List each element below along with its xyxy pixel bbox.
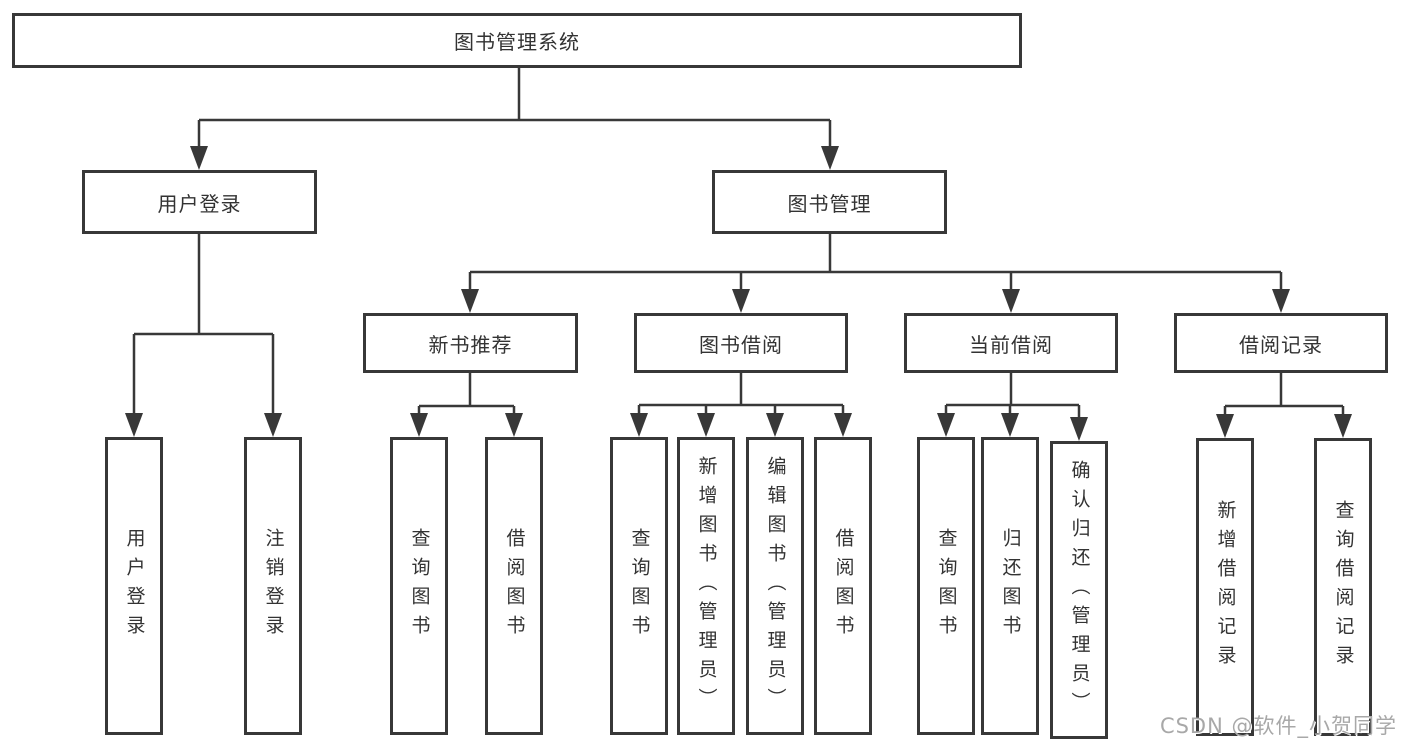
leaf-logout-label: 注销登录 — [262, 528, 285, 644]
csdn-watermark: CSDN @软件_小贺同学 — [1159, 714, 1397, 738]
connector-current-borrow-split — [944, 373, 1081, 417]
leaf-query-borrow-record: 查询借阅记录 — [1314, 438, 1372, 736]
node-user-login: 用户登录 — [82, 170, 317, 234]
leaf-edit-book-admin: 编辑图书（管理员） — [746, 437, 804, 735]
arrowhead — [1334, 414, 1352, 438]
arrowhead — [937, 413, 955, 437]
leaf-query-books-recommend: 查询图书 — [390, 437, 448, 735]
leaf-add-borrow-record-label: 新增借阅记录 — [1214, 500, 1237, 674]
leaf-add-book-admin: 新增图书（管理员） — [677, 437, 735, 735]
leaf-query-books-recommend-label: 查询图书 — [408, 528, 431, 644]
arrowhead — [125, 413, 143, 437]
arrowhead — [732, 289, 750, 313]
leaf-borrow-books-recommend-label: 借阅图书 — [503, 528, 526, 644]
leaf-query-books-borrow-label: 查询图书 — [628, 528, 651, 644]
arrowhead — [766, 413, 784, 437]
leaf-logout: 注销登录 — [244, 437, 302, 735]
leaf-add-book-admin-label: 新增图书（管理员） — [695, 455, 718, 717]
leaf-user-login: 用户登录 — [105, 437, 163, 735]
arrowhead — [264, 413, 282, 437]
arrowhead — [190, 146, 208, 170]
leaf-query-books-borrow: 查询图书 — [610, 437, 668, 735]
arrowhead — [1070, 417, 1088, 441]
leaf-return-books-label: 归还图书 — [999, 528, 1022, 644]
leaf-borrow-books-label: 借阅图书 — [832, 528, 855, 644]
arrowhead — [821, 146, 839, 170]
leaf-confirm-return-admin: 确认归还（管理员） — [1050, 441, 1108, 739]
node-book-borrow: 图书借阅 — [634, 313, 848, 373]
node-borrow-records: 借阅记录 — [1174, 313, 1388, 373]
leaf-return-books: 归还图书 — [981, 437, 1039, 735]
leaf-borrow-books: 借阅图书 — [814, 437, 872, 735]
connector-user-login-split — [132, 234, 275, 413]
arrowhead — [505, 413, 523, 437]
leaf-query-books-current-label: 查询图书 — [935, 528, 958, 644]
connector-new-book-split — [417, 373, 516, 413]
connector-book-borrow-split — [637, 373, 845, 413]
leaf-query-borrow-record-label: 查询借阅记录 — [1332, 500, 1355, 674]
connector-root-split — [197, 68, 832, 146]
leaf-user-login-label: 用户登录 — [123, 528, 146, 644]
arrowhead — [1002, 289, 1020, 313]
leaf-query-books-current: 查询图书 — [917, 437, 975, 735]
arrowhead — [1216, 414, 1234, 438]
node-new-book-recommend: 新书推荐 — [363, 313, 578, 373]
arrowhead — [1272, 289, 1290, 313]
node-book-management: 图书管理 — [712, 170, 947, 234]
arrowhead — [834, 413, 852, 437]
leaf-confirm-return-admin-label: 确认归还（管理员） — [1068, 459, 1091, 721]
arrowhead — [461, 289, 479, 313]
connector-borrow-records-split — [1223, 373, 1345, 414]
arrowhead — [410, 413, 428, 437]
arrowhead — [697, 413, 715, 437]
node-book-system: 图书管理系统 — [12, 13, 1022, 68]
leaf-edit-book-admin-label: 编辑图书（管理员） — [764, 455, 787, 717]
leaf-borrow-books-recommend: 借阅图书 — [485, 437, 543, 735]
leaf-add-borrow-record: 新增借阅记录 — [1196, 438, 1254, 736]
node-current-borrow: 当前借阅 — [904, 313, 1118, 373]
arrowhead — [630, 413, 648, 437]
arrowhead — [1001, 413, 1019, 437]
connector-book-mgmt-split — [468, 234, 1283, 289]
